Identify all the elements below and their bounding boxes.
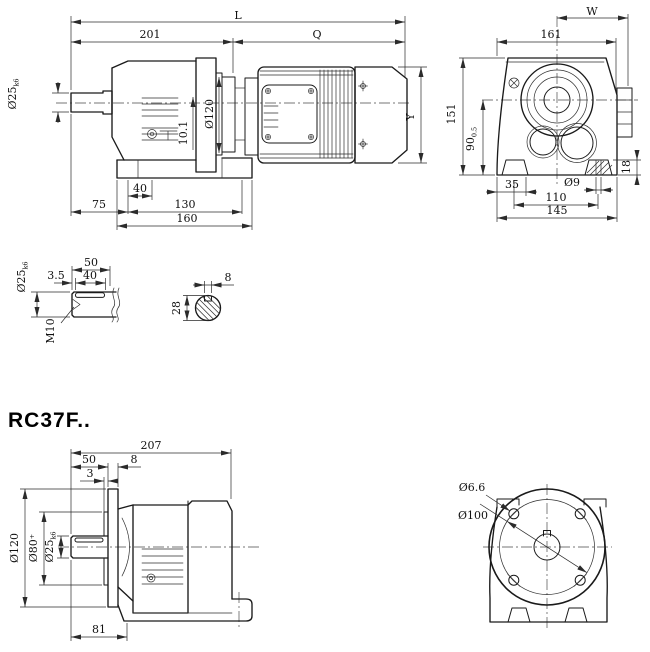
model-designation: RC37F.. — [8, 409, 91, 432]
dim-key-width-label: 8 — [225, 271, 232, 284]
dim-foot-hole-offset-label: 40 — [133, 182, 147, 195]
dim-bolt-hole-diameter-label: Ø6.6 — [459, 481, 486, 494]
dim-bolt-circle-diameter-label: Ø100 — [458, 509, 488, 522]
view-flange-front: Ø6.6 Ø100 — [458, 481, 612, 630]
dim-section-height-label: 28 — [170, 301, 183, 315]
keyway — [74, 537, 104, 543]
dim-housing-height-label: 151 — [445, 104, 458, 125]
dim-adapter-diameter-label: Ø120 — [203, 99, 216, 129]
dim-motor-diameter-label: Y — [404, 113, 417, 122]
dim-shaft-to-foot-label: 81 — [92, 623, 106, 636]
dim-flange-shaft-diameter-label: Ø25k6 — [43, 531, 58, 562]
dim-foot-hole-diameter-label: Ø9 — [564, 176, 580, 189]
dim-flange-overall-length-label: 207 — [141, 439, 162, 452]
dim-spigot-diameter-label: Ø80+ — [27, 534, 40, 562]
cooling-ribs — [616, 87, 633, 138]
flange-bolt-holes — [507, 507, 587, 587]
dim-flange-diameter-label: Ø120 — [8, 533, 21, 563]
dim-foot-pad-height-label: 18 — [620, 160, 633, 174]
cowl-center-marks — [358, 80, 368, 150]
dim-foot-hole-spacing-label: 130 — [175, 198, 196, 211]
dim-overall-length-label: L — [234, 9, 242, 22]
dim-oil-plug-position-label: 10.1 — [177, 121, 190, 146]
dim-shaft-detail-diameter-label: Ø25k6 — [15, 261, 30, 292]
dim-key-length-label: 40 — [83, 269, 97, 282]
dim-foot-edge-label: 35 — [505, 178, 519, 191]
vent-plug-mark — [508, 77, 520, 89]
dim-shaft-diameter-label: Ø25k6 — [6, 78, 21, 109]
dim-flange-shaft-length-label: 50 — [82, 453, 96, 466]
view-gearbox-front: W 161 151 900.5 35 Ø9 110 145 18 — [445, 5, 641, 222]
dim-center-to-edge-label: W — [586, 5, 598, 18]
dim-flange-thickness-label: 8 — [131, 453, 138, 466]
oil-plug-mark — [159, 130, 178, 141]
view-shaft-detail: 50 3.5 40 Ø25k6 M10 — [15, 256, 121, 344]
dim-foot-length-label: 160 — [177, 212, 198, 225]
dim-foot-hole-spacing-label: 110 — [546, 191, 567, 204]
dim-shaft-to-foot-hole-label: 75 — [92, 198, 106, 211]
dim-housing-width-label: 161 — [541, 28, 562, 41]
dim-motor-length-label: Q — [312, 28, 321, 41]
bolt-circle — [499, 499, 595, 595]
mounting-flange — [107, 488, 119, 608]
center-tap-mark — [72, 299, 81, 310]
dim-axis-height-label: 900.5 — [464, 127, 479, 151]
keyway — [75, 292, 105, 298]
dim-center-tap-label: M10 — [44, 318, 57, 343]
motor-cover-screws — [265, 88, 314, 140]
dim-gear-unit-length-label: 201 — [140, 28, 161, 41]
view-gearmotor-side: L 201 Q Ø25k6 Ø120 10.1 Y 40 75 130 160 — [6, 9, 427, 230]
flange-outline — [488, 488, 606, 606]
dim-shaft-length-label: 50 — [84, 256, 98, 269]
dim-key-clearance-label: 3 — [87, 467, 94, 480]
view-flange-side: 207 50 8 3 Ø120 Ø80+ Ø25k6 81 — [8, 439, 262, 641]
view-key-section: 8 28 — [170, 271, 234, 322]
dim-foot-width-label: 145 — [547, 204, 568, 217]
dim-key-offset-label: 3.5 — [47, 269, 65, 282]
